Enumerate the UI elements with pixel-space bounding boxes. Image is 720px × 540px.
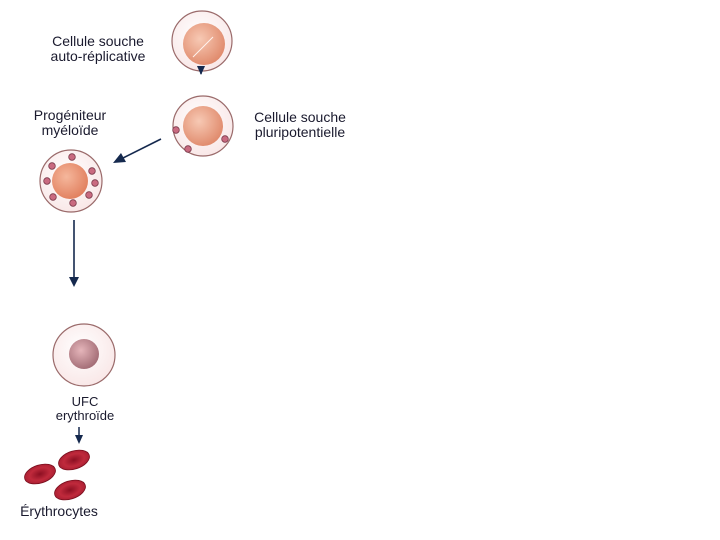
erythrocytes — [22, 446, 92, 503]
arrow-cfu-to-erythrocytes — [75, 427, 83, 444]
label-line-1: Progéniteur — [10, 108, 130, 123]
label-erythroid-cfu: UFC erythroïde — [40, 395, 130, 423]
label-line-2: auto-réplicative — [28, 49, 168, 64]
label-line-2: myéloïde — [10, 123, 130, 138]
label-line-1: Érythrocytes — [4, 504, 114, 519]
label-pluripotent-stem-cell: Cellule souche pluripotentielle — [238, 110, 362, 140]
label-line-1: Cellule souche — [28, 34, 168, 49]
pluripotent-stem-cell — [173, 96, 233, 156]
arrow-pluripotent-to-myeloid — [113, 139, 161, 163]
label-myeloid-progenitor: Progéniteur myéloïde — [10, 108, 130, 138]
self-renewing-stem-cell — [172, 11, 232, 71]
label-self-renewing-stem-cell: Cellule souche auto-réplicative — [28, 34, 168, 64]
label-line-1: UFC — [40, 395, 130, 409]
label-line-2: pluripotentielle — [238, 125, 362, 140]
label-line-1: Cellule souche — [238, 110, 362, 125]
label-line-2: erythroïde — [40, 409, 130, 423]
label-erythrocytes: Érythrocytes — [4, 504, 114, 519]
erythroid-cfu-cell — [53, 324, 115, 386]
myeloid-progenitor-cell — [40, 150, 102, 212]
arrow-myeloid-to-erythroid-cfu — [69, 220, 79, 287]
